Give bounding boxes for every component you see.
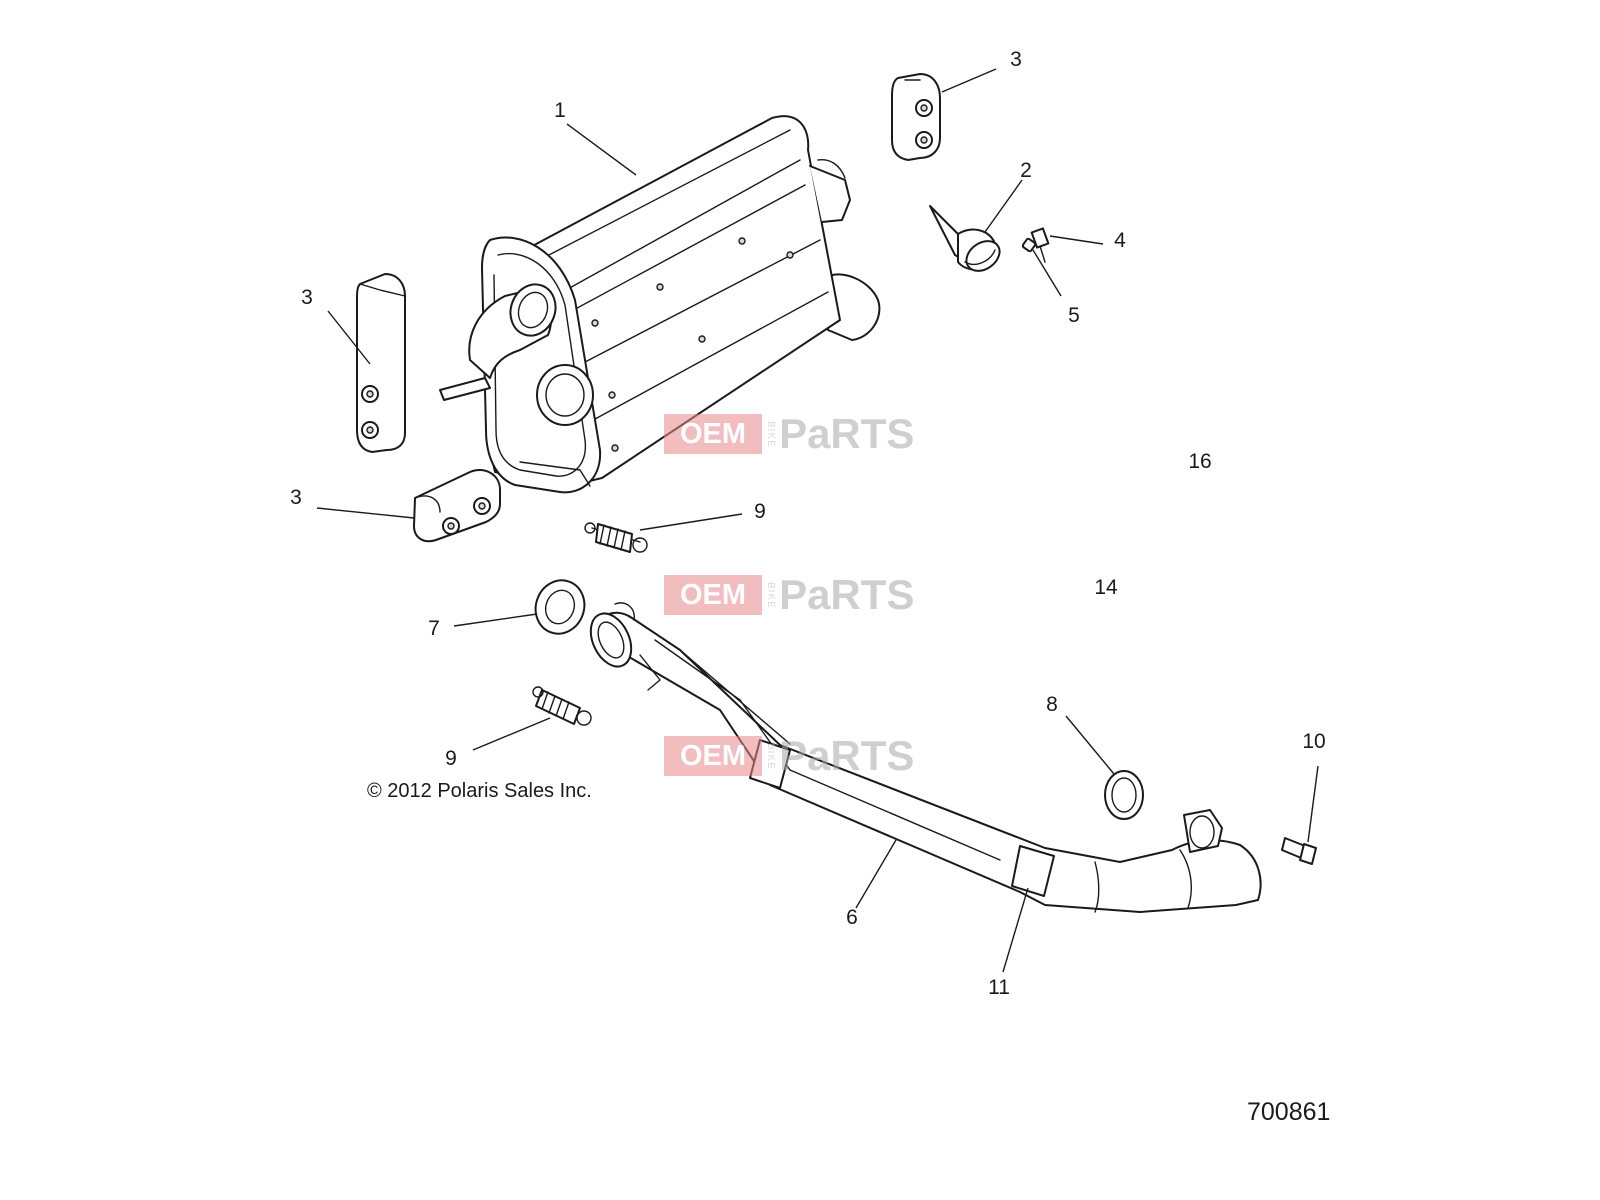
leader-3-bottom [316, 507, 415, 519]
leader-3-top [941, 68, 997, 93]
callout-5[interactable]: 5 [1068, 304, 1080, 327]
callout-14[interactable]: 14 [1094, 576, 1118, 599]
leader-11 [1002, 887, 1029, 973]
diagram-id: 700861 [1247, 1098, 1331, 1126]
watermark-bottom: OEM BIKE PaRTS [664, 732, 915, 779]
leader-1 [566, 123, 637, 176]
callout-8[interactable]: 8 [1046, 693, 1058, 716]
callout-9-lower[interactable]: 9 [445, 747, 457, 770]
bolt [1281, 837, 1317, 865]
nut [1021, 237, 1037, 253]
callout-9-upper[interactable]: 9 [754, 500, 766, 523]
muffler [439, 115, 881, 494]
watermark-parts: PaRTS [779, 410, 915, 457]
callout-4[interactable]: 4 [1114, 229, 1126, 252]
watermark-oem: OEM [664, 414, 763, 454]
leader-2 [984, 179, 1023, 233]
spring-lower [532, 686, 592, 726]
grommet-bottom-left [413, 469, 501, 543]
callout-7[interactable]: 7 [428, 617, 440, 640]
watermark-bike: BIKE [765, 742, 777, 770]
callout-10[interactable]: 10 [1302, 730, 1326, 753]
callout-1[interactable]: 1 [554, 99, 566, 122]
watermark-parts: PaRTS [779, 571, 915, 618]
watermark-bike: BIKE [765, 581, 777, 609]
callout-3-bottom-left[interactable]: 3 [290, 486, 302, 509]
watermark-top: OEM BIKE PaRTS [664, 410, 915, 457]
leader-9-upper [639, 513, 743, 531]
leader-8 [1065, 715, 1115, 775]
leader-7 [453, 613, 538, 627]
callout-11[interactable]: 11 [988, 976, 1010, 999]
copyright-notice: © 2012 Polaris Sales Inc. [367, 780, 592, 802]
spark-arrestor [929, 205, 1001, 272]
spring-upper [584, 522, 648, 553]
watermark-oem: OEM [664, 575, 763, 615]
leader-5 [1032, 249, 1062, 297]
grommet-top-right [891, 73, 941, 161]
leader-10 [1307, 765, 1319, 843]
callout-2[interactable]: 2 [1020, 159, 1032, 182]
gasket-7 [534, 579, 586, 635]
callout-6[interactable]: 6 [846, 906, 858, 929]
leader-4 [1049, 235, 1104, 245]
leader-6 [855, 839, 897, 909]
watermark-middle: OEM BIKE PaRTS [664, 571, 915, 618]
grommet-left [356, 273, 406, 453]
callout-3-left[interactable]: 3 [301, 286, 313, 309]
gasket-8 [1104, 770, 1144, 820]
leader-3-left [327, 310, 371, 365]
leader-9-lower [472, 717, 551, 751]
callout-16[interactable]: 16 [1188, 450, 1212, 473]
exhaust-headpipe [589, 602, 1262, 913]
callout-3-top-right[interactable]: 3 [1010, 48, 1022, 71]
watermark-bike: BIKE [765, 420, 777, 448]
watermark-oem: OEM [664, 736, 763, 776]
watermark-parts: PaRTS [779, 732, 915, 779]
